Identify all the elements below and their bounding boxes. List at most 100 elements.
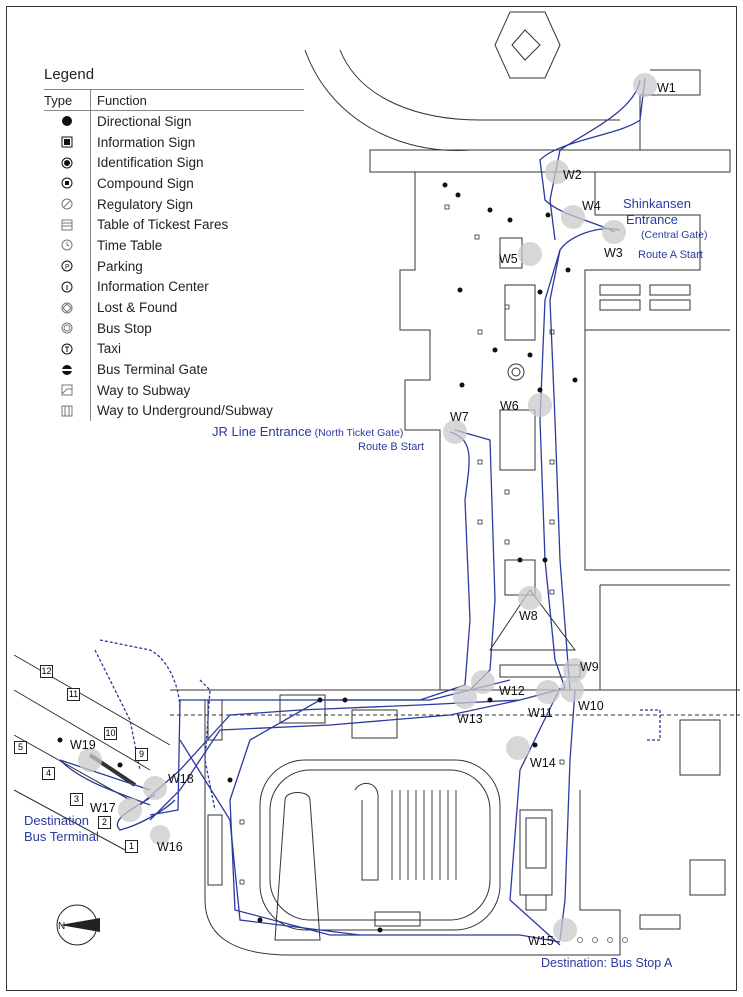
waypoint-w15-label: W15 [528,934,554,948]
waypoint-w13-label: W13 [457,712,483,726]
legend-row: Bus Stop [44,317,304,339]
legend-label: Information Sign [97,134,196,150]
legend-label: Way to Underground/Subway [97,403,273,419]
waypoint-w17-label: W17 [90,801,116,815]
top-building-inner [339,49,620,121]
top-diamond-inner [511,29,541,61]
legend-row: Way to Subway [44,379,304,401]
svg-text:N: N [58,921,65,932]
jr-entrance-sub: (North Ticket Gate) [311,427,404,439]
bus-gate-10: 10 [104,727,117,740]
triangle-plaza [489,589,576,651]
waypoint-w2-marker [545,160,569,184]
bus-gate-9: 9 [135,748,148,761]
waypoint-w16-marker [150,825,170,845]
route-b-path [149,431,471,816]
waypoint-w7-marker [443,420,467,444]
stair-block [504,284,536,341]
waypoint-w4-marker [561,205,585,229]
bus-gate-4: 4 [42,767,55,780]
route-a-label: Route A Start [638,249,703,261]
bus-gate-12: 12 [40,665,53,678]
diamond-icon [44,297,91,318]
bus-gate-1: 1 [125,840,138,853]
svg-text:P: P [65,264,70,271]
bus-gate-2: 2 [98,816,111,829]
legend-row: Identification Sign [44,152,304,174]
legend-row: Information Sign [44,131,304,153]
waypoint-w4-label: W4 [582,199,601,213]
waypoint-w19-label: W19 [70,738,96,752]
terminal-outline [204,700,621,956]
waypoint-w14-label: W14 [530,756,556,770]
underground-icon [44,400,91,422]
waypoint-w17-marker [118,798,142,822]
waypoint-w3-label: W3 [604,246,623,260]
east-platform [519,809,553,896]
waypoint-w9-marker [563,658,587,682]
taxi-icon [44,338,91,360]
waypoint-w15-marker [553,918,577,942]
legend-label: Time Table [97,237,163,253]
legend-label: Information Center [97,279,209,295]
mid-block [499,409,536,471]
waypoint-w13-marker [453,685,477,709]
map-frame [6,6,737,991]
legend-label: Bus Terminal Gate [97,362,208,378]
legend-row: Taxi [44,338,304,360]
legend-label: Taxi [97,341,122,357]
legend-row: Compound Sign [44,173,304,194]
legend-label: Identification Sign [97,155,204,171]
jr-entrance-label: JR Line Entrance (North Ticket Gate) [212,424,403,439]
waypoint-w1-label: W1 [657,81,676,95]
waypoint-w14-marker [506,736,530,760]
top-building-outline [304,49,701,151]
legend-label: Parking [97,258,143,274]
legend-row: Lost & Found [44,297,304,318]
waypoint-w11-marker [536,680,560,704]
legend-label: Directional Sign [97,113,192,129]
legend-header: Type Function [44,89,304,111]
legend-row: Information Center [44,276,304,298]
legend-row: Directional Sign [44,111,304,132]
half-filled-circle-icon [44,359,91,380]
legend-col-type: Type [44,90,91,110]
legend-label: Way to Subway [97,382,191,398]
waypoint-w12-label: W12 [499,684,525,698]
legend-title: Legend [44,66,95,83]
round-fixture [507,363,525,381]
double-circle-icon [44,317,91,339]
legend-row: Regulatory Sign [44,193,304,215]
table-icon [44,214,91,236]
shinkansen-label-1: Shinkansen [623,196,691,211]
parking-icon: P [44,255,91,277]
dest-bus-terminal-2: Bus Terminal [24,829,99,844]
legend-label: Compound Sign [97,175,194,191]
legend-label: Bus Stop [97,320,152,336]
bus-gate-3: 3 [70,793,83,806]
bus-gate-11: 11 [67,688,80,701]
east-block-lower [599,584,730,690]
legend-label: Table of Tickest Fares [97,217,229,233]
waypoint-w3-marker [602,220,626,244]
shinkansen-label-3: (Central Gate) [641,229,708,241]
concourse-left-wall [399,172,441,690]
waypoint-w19-marker [78,748,102,772]
waypoint-w5-label: W5 [499,252,518,266]
legend-row: Way to Underground/Subway [44,400,304,422]
dest-bus-stop-label: Destination: Bus Stop A [541,956,673,970]
legend-row: Bus Terminal Gate [44,359,304,380]
waypoint-w10-label: W10 [578,699,604,713]
bus-gate-5: 5 [14,741,27,754]
compass-icon: N [56,904,100,946]
legend-label: Regulatory Sign [97,196,194,212]
bus-loop [259,759,501,931]
slashed-circle-icon [44,193,91,215]
waypoint-w9-label: W9 [580,660,599,674]
dot-in-circle-icon [44,152,91,174]
waypoint-w10-marker [560,678,584,702]
legend-row: Table of Tickest Fares [44,214,304,236]
